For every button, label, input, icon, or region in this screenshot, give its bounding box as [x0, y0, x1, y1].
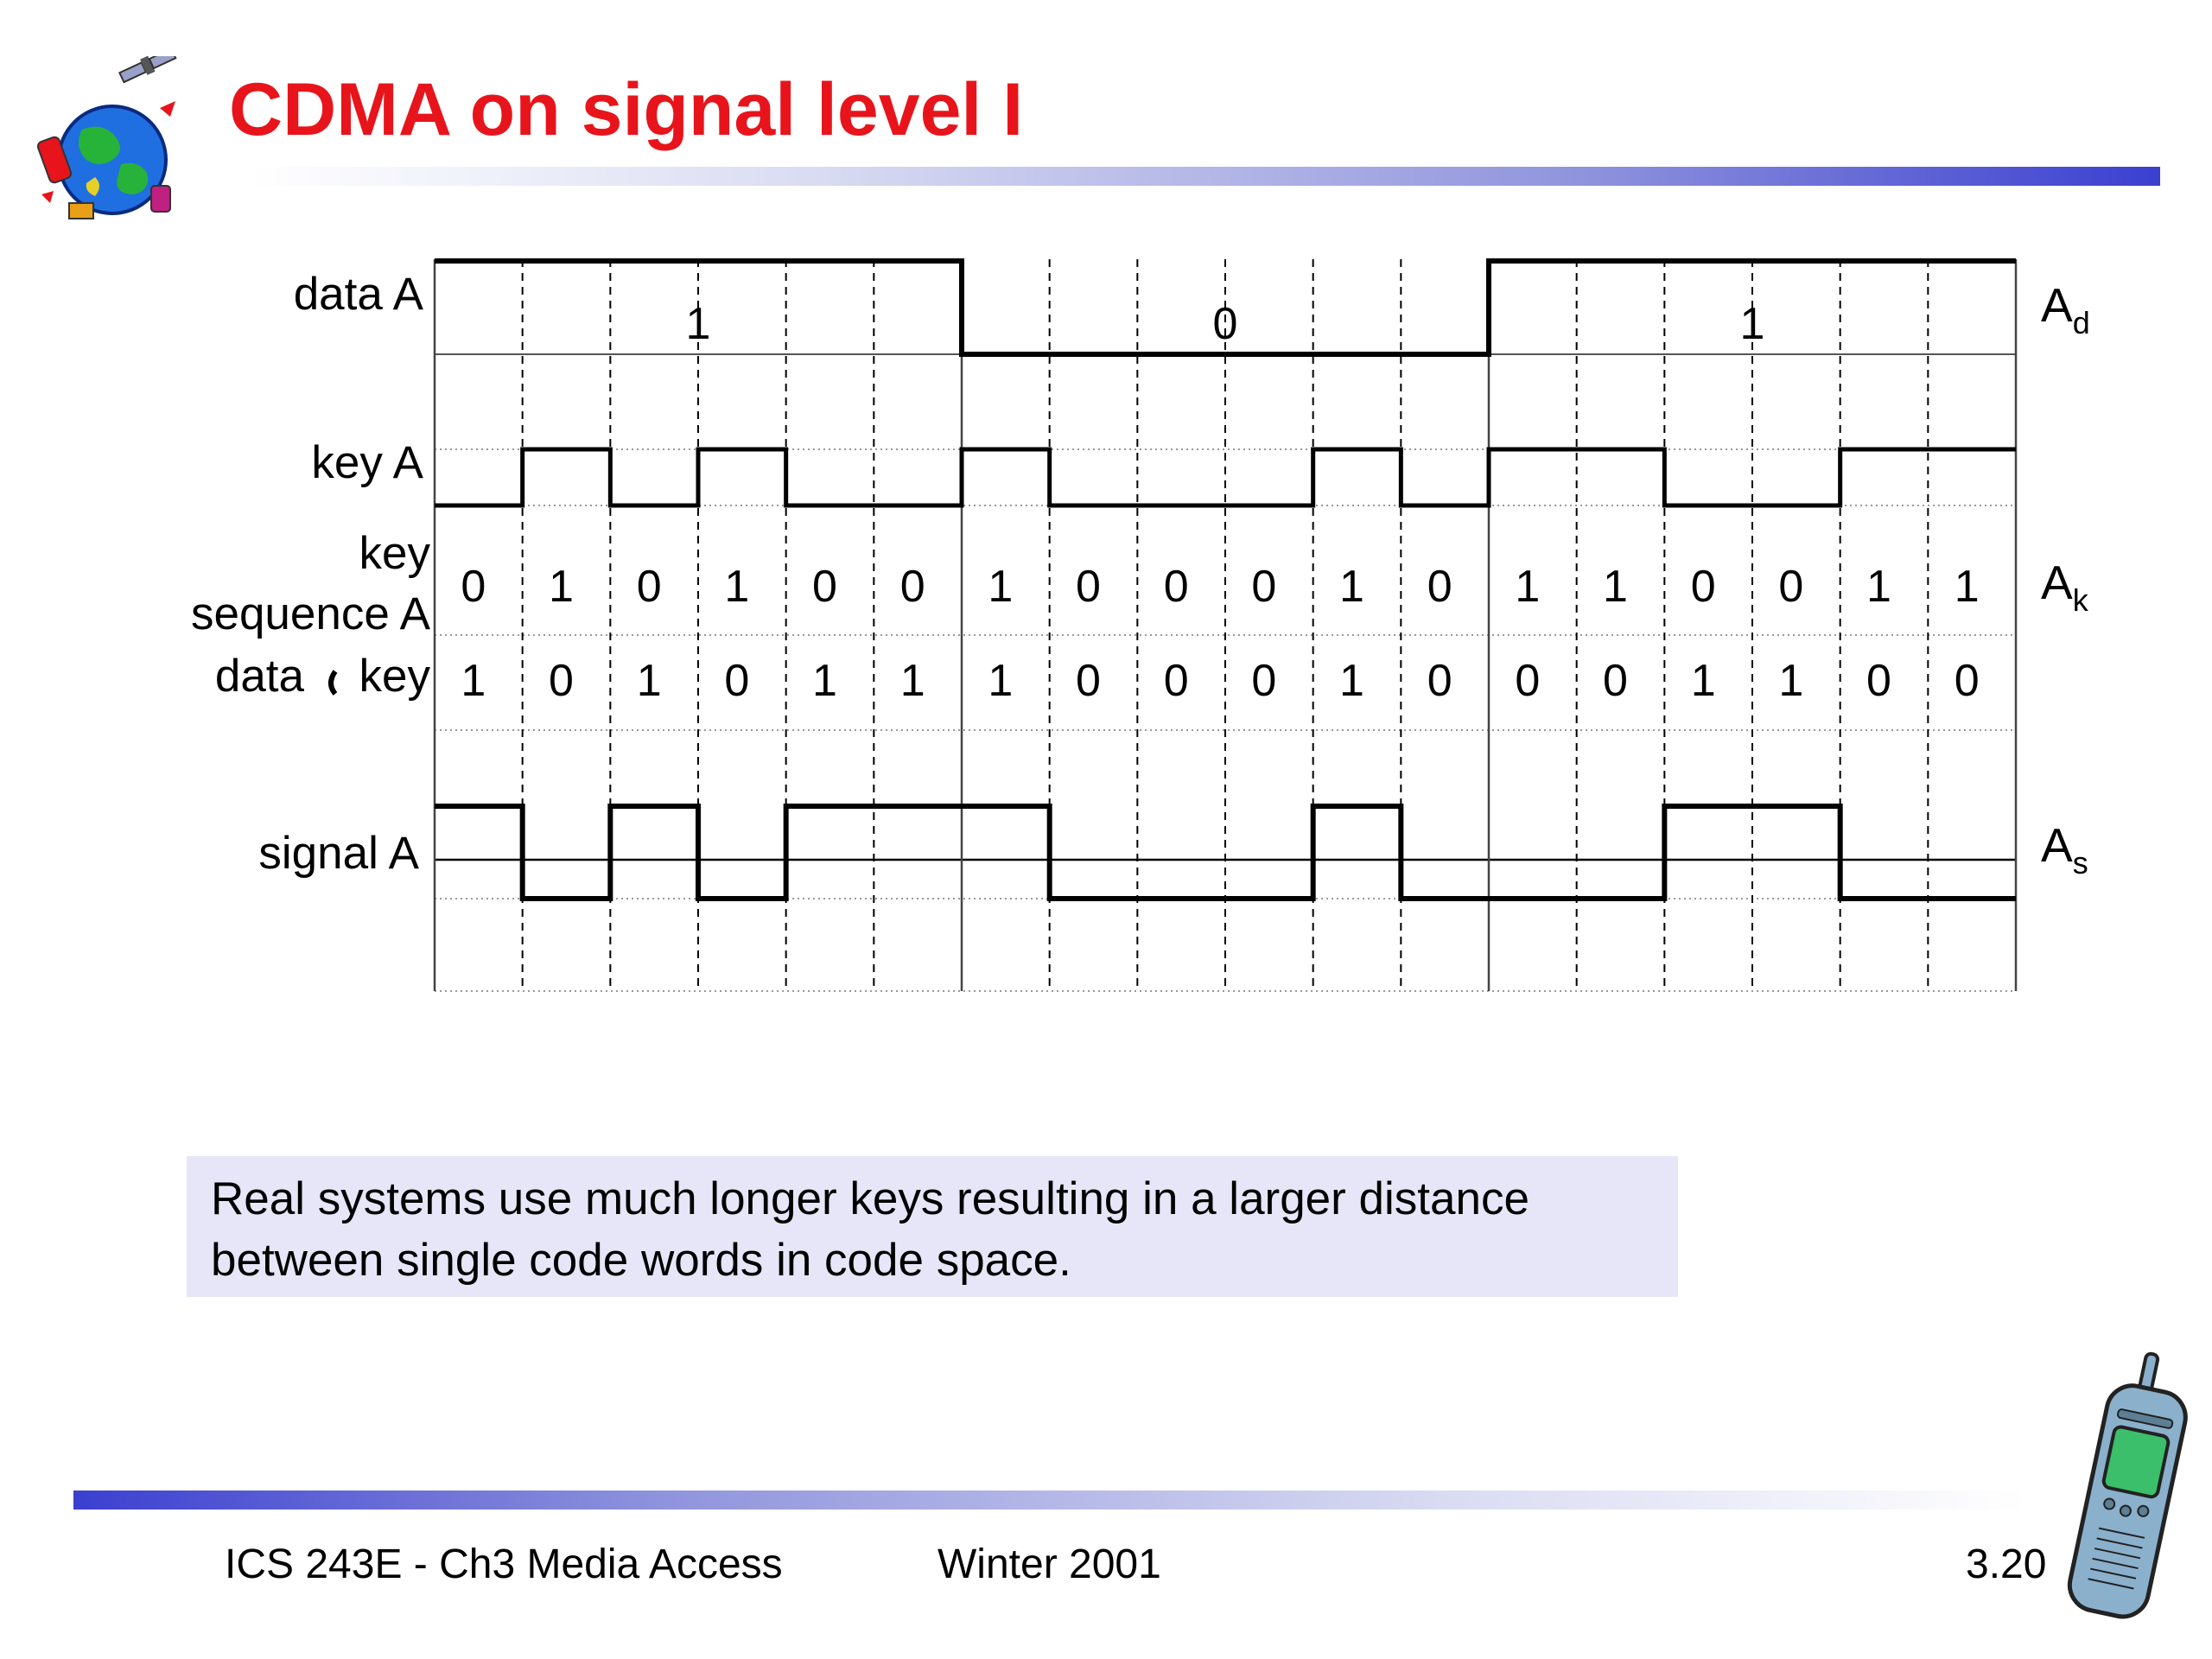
footer-term: Winter 2001 — [938, 1541, 1161, 1587]
label-signal-a: signal A — [258, 828, 419, 879]
note-box: Real systems use much longer keys result… — [187, 1156, 1678, 1297]
xor-chip: 1 — [1691, 656, 1716, 706]
footer-bar — [73, 1491, 2026, 1510]
xor-chip: 0 — [1251, 656, 1276, 706]
label-xor-key: key — [359, 651, 431, 702]
xor-chip: 0 — [549, 656, 574, 706]
xor-operator-icon — [328, 670, 338, 696]
diagram-grid — [433, 259, 2018, 992]
note-line-1: Real systems use much longer keys result… — [211, 1173, 1529, 1224]
key-sequence-chip: 1 — [1339, 562, 1364, 612]
diagram-bit-labels: 1 0 1 0 1 0 1 0 0 1 0 0 0 1 0 1 1 0 0 1 1 1 0 1 0 1 1 1 0 0 0 1 0 0 0 1 1 0 0 — [461, 299, 1979, 706]
label-a-d: Ad — [2041, 278, 2090, 340]
key-sequence-chip: 0 — [1778, 562, 1803, 612]
key-sequence-chip: 0 — [900, 562, 925, 612]
globe-communications-icon — [36, 56, 177, 219]
key-sequence-chip: 0 — [461, 562, 486, 612]
key-a-waveform — [435, 447, 2016, 508]
xor-chip: 0 — [1866, 656, 1891, 706]
xor-chip: 0 — [1076, 656, 1101, 706]
diagram-waveforms — [435, 258, 2016, 901]
xor-chip: 0 — [724, 656, 749, 706]
label-key-a: key A — [311, 437, 423, 488]
key-sequence-chip: 0 — [1691, 562, 1716, 612]
footer-course: ICS 243E - Ch3 Media Access — [225, 1541, 783, 1587]
xor-chip: 1 — [900, 656, 925, 706]
note-line-2: between single code words in code space. — [211, 1235, 1071, 1286]
key-sequence-chip: 0 — [1076, 562, 1101, 612]
key-sequence-chip: 1 — [549, 562, 574, 612]
key-sequence-chip: 0 — [1164, 562, 1189, 612]
slide-title: CDMA on signal level I — [229, 68, 1024, 151]
xor-chip: 1 — [988, 656, 1013, 706]
data-bit-label: 0 — [1213, 299, 1238, 349]
key-sequence-chip: 0 — [1251, 562, 1276, 612]
label-key-sequence-line1: key — [359, 528, 431, 579]
data-a-waveform — [435, 258, 2016, 357]
title-underline-bar — [251, 167, 2160, 186]
key-sequence-chip: 0 — [637, 562, 662, 612]
key-sequence-chip: 1 — [1515, 562, 1540, 612]
key-sequence-chip: 0 — [1427, 562, 1452, 612]
key-sequence-chip: 1 — [724, 562, 749, 612]
key-sequence-chip: 1 — [1603, 562, 1628, 612]
key-sequence-chip: 1 — [988, 562, 1013, 612]
xor-chip: 0 — [1164, 656, 1189, 706]
xor-chip: 0 — [1427, 656, 1452, 706]
xor-chip: 1 — [1339, 656, 1364, 706]
signal-a-waveform — [435, 804, 2016, 901]
label-key-sequence-line2: sequence A — [191, 588, 431, 639]
xor-chip: 1 — [812, 656, 837, 706]
key-sequence-chip: 1 — [1955, 562, 1980, 612]
key-sequence-chip: 1 — [1866, 562, 1891, 612]
xor-chip: 1 — [1778, 656, 1803, 706]
xor-chip: 0 — [1955, 656, 1980, 706]
label-a-k: Ak — [2041, 556, 2089, 618]
xor-chip: 1 — [637, 656, 662, 706]
data-bit-label: 1 — [1740, 299, 1765, 349]
data-bit-label: 1 — [686, 299, 711, 349]
key-sequence-chip: 0 — [812, 562, 837, 612]
xor-chip: 0 — [1603, 656, 1628, 706]
cdma-timing-diagram: data A key A key sequence A data key sig… — [191, 258, 2090, 992]
mobile-phone-icon — [2067, 1351, 2188, 1619]
label-a-s: As — [2041, 818, 2088, 880]
xor-chip: 0 — [1515, 656, 1540, 706]
label-xor-data: data — [215, 651, 305, 702]
xor-chip: 1 — [461, 656, 486, 706]
label-data-a: data A — [294, 269, 424, 320]
footer-page-number: 3.20 — [1966, 1541, 2047, 1587]
